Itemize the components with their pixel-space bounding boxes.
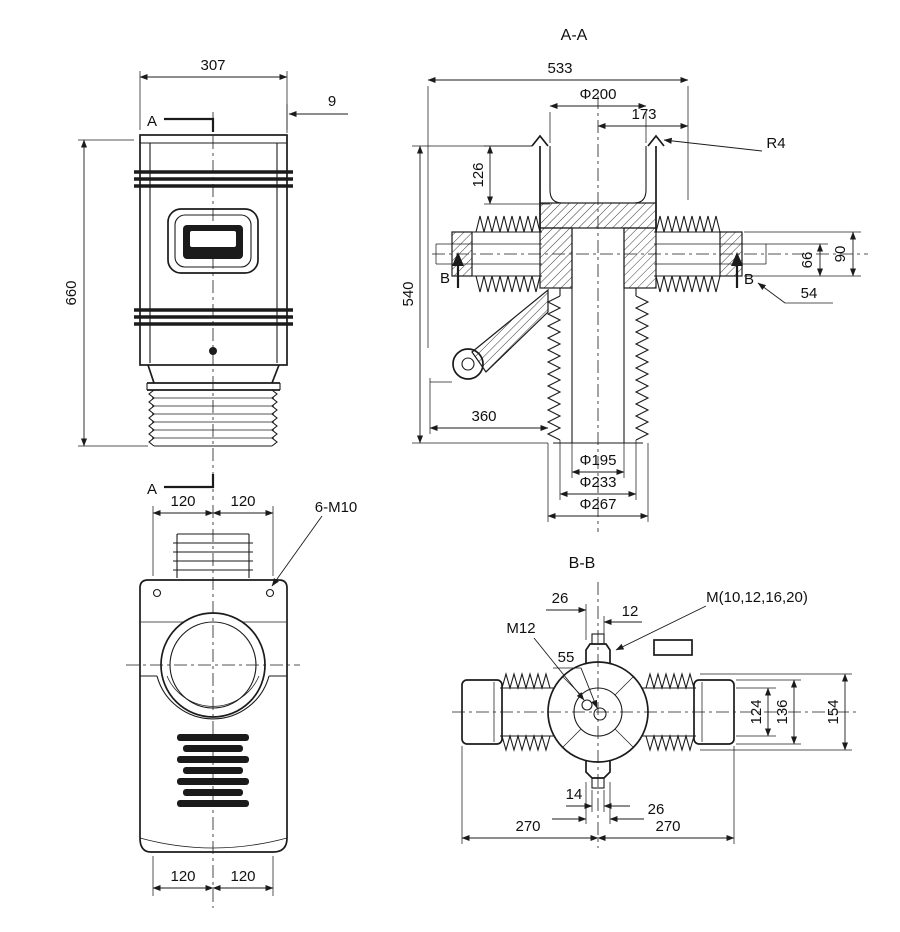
dim-270-right: 270	[655, 818, 680, 835]
dim-660: 660	[63, 280, 80, 305]
aa-dim-phi200: Φ200	[549, 86, 647, 143]
front-dim-660: 660	[63, 139, 148, 447]
bb-right-dims: 124 136 154	[700, 673, 852, 751]
aa-lower-cylinder	[546, 228, 650, 444]
dim-r4: R4	[766, 135, 785, 152]
front-section-marks: A A	[147, 113, 215, 498]
callout-m12: M12	[506, 620, 535, 637]
section-bb-view: B-B	[452, 555, 856, 848]
dim-90: 90	[832, 246, 849, 263]
dim-55: 55	[558, 649, 575, 666]
aa-dim-540: 540	[400, 145, 548, 444]
bottom-body	[139, 579, 288, 853]
bb-dim-12: 12	[603, 603, 642, 634]
dim-126: 126	[470, 162, 487, 187]
bb-arms	[461, 671, 735, 753]
aa-right-dims: 66 90 54	[744, 231, 861, 304]
bb-dim-26-bottom: 26	[552, 782, 664, 824]
bottom-rib-stack	[177, 734, 249, 807]
dim-360: 360	[471, 408, 496, 425]
bottom-stub	[173, 533, 253, 578]
cut-label-b-left: B	[440, 270, 450, 287]
dim-66: 66	[799, 252, 816, 269]
dim-26-bottom: 26	[648, 801, 665, 818]
dim-270-left: 270	[515, 818, 540, 835]
bb-dims-270: 270 270	[461, 746, 735, 844]
bb-callout-multi-thread: M(10,12,16,20)	[615, 589, 808, 651]
bb-dim-26-top: 26	[546, 590, 587, 640]
section-aa-title: A-A	[561, 27, 588, 44]
front-dim-9: 9	[286, 93, 348, 133]
aa-dim-173: 173	[597, 106, 689, 130]
aa-flange-hatch	[539, 202, 657, 289]
front-ribs	[134, 170, 293, 326]
bb-dim-14: 14	[566, 786, 630, 812]
dim-120-top-left: 120	[170, 493, 195, 510]
bottom-view: 120 120 6-M10 120 120	[126, 493, 357, 908]
dim-14: 14	[566, 786, 583, 803]
bottom-callout-6m10: 6-M10	[271, 499, 358, 587]
bottom-dims-bottom: 120 120	[152, 856, 274, 896]
aa-dim-phi195: Φ195	[571, 443, 625, 478]
bb-hub	[547, 633, 693, 789]
dim-phi233: Φ233	[580, 474, 617, 491]
section-aa-view: A-A	[400, 27, 868, 532]
callout-6-m10: 6-M10	[315, 499, 358, 516]
bottom-dims-top: 120 120	[152, 493, 274, 576]
dim-9: 9	[328, 93, 336, 110]
section-label-a-bottom: A	[147, 481, 157, 498]
dim-54: 54	[801, 285, 818, 302]
front-terminal-window	[167, 208, 259, 355]
aa-diagonal-arm	[430, 288, 549, 383]
aa-dim-360: 360	[429, 378, 549, 434]
section-bb-title: B-B	[569, 555, 596, 572]
dim-12: 12	[622, 603, 639, 620]
dim-540: 540	[400, 281, 417, 306]
dim-120-bottom-left: 120	[170, 868, 195, 885]
aa-dim-r4: R4	[663, 135, 786, 152]
aa-cut-marks-b: B B	[440, 252, 754, 288]
aa-dim-126: 126	[470, 145, 550, 205]
dim-533: 533	[547, 60, 572, 77]
dim-307: 307	[200, 57, 225, 74]
bb-callout-m12: M12	[506, 620, 585, 701]
dim-26-top: 26	[552, 590, 569, 607]
dim-173: 173	[631, 106, 656, 123]
front-threaded-skirt	[146, 364, 281, 447]
dim-136: 136	[774, 699, 791, 724]
aa-dim-533: 533	[427, 60, 689, 348]
section-label-a-top: A	[147, 113, 157, 130]
dim-phi200: Φ200	[580, 86, 617, 103]
dim-phi267: Φ267	[580, 496, 617, 513]
cut-label-b-right: B	[744, 271, 754, 288]
dim-124: 124	[748, 699, 765, 724]
dim-120-top-right: 120	[230, 493, 255, 510]
dim-phi195: Φ195	[580, 452, 617, 469]
callout-m-multi: M(10,12,16,20)	[706, 589, 808, 606]
aa-dim-phi267: Φ267	[547, 443, 649, 522]
aa-dim-phi233: Φ233	[559, 440, 637, 500]
front-view: 307 9 660 A A	[63, 57, 348, 500]
dim-154: 154	[825, 699, 842, 724]
dim-120-bottom-right: 120	[230, 868, 255, 885]
bb-dim-55: 55	[553, 649, 598, 709]
